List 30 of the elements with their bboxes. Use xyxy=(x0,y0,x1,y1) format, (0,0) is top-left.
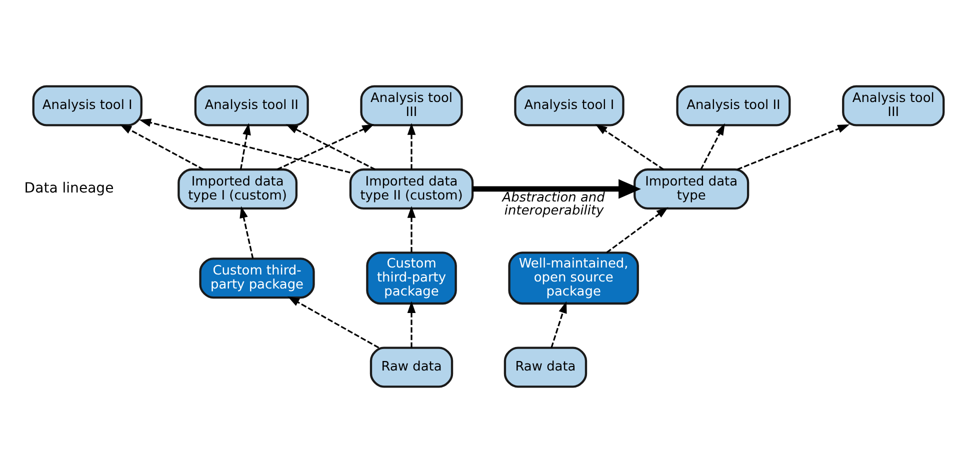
node-box: Raw data xyxy=(503,346,587,388)
node-box: Analysis tool III xyxy=(360,84,462,126)
node-box: Analysis tool II xyxy=(194,84,308,126)
arrow xyxy=(736,124,850,170)
edge-label: Abstraction and interoperability xyxy=(502,190,604,218)
arrow xyxy=(406,300,416,348)
node-box: Raw data xyxy=(369,346,453,388)
node-box: Analysis tool I xyxy=(32,84,142,126)
node-box: Analysis tool III xyxy=(842,84,944,126)
arrow xyxy=(406,122,416,169)
node-box: Custom third-party package xyxy=(366,251,456,304)
arrow xyxy=(406,205,416,252)
node-box: Imported data type xyxy=(633,168,749,209)
arrow xyxy=(594,124,664,170)
node-box: Imported data type I (custom) xyxy=(177,168,298,209)
node-box: Analysis tool I xyxy=(514,84,624,126)
label: Data lineage xyxy=(24,180,114,196)
arrow xyxy=(239,122,250,170)
arrow xyxy=(606,206,668,253)
arrow xyxy=(239,206,254,258)
arrow xyxy=(472,178,640,198)
arrow xyxy=(287,296,379,348)
node-box: Custom third- party package xyxy=(198,257,314,298)
arrow xyxy=(138,118,350,173)
arrow xyxy=(700,122,724,170)
node-box: Imported data type II (custom) xyxy=(348,168,474,209)
arrow xyxy=(550,300,566,348)
node-box: Analysis tool II xyxy=(676,84,790,126)
node-box: Well-maintained, open source package xyxy=(508,251,638,304)
arrow xyxy=(119,124,204,170)
